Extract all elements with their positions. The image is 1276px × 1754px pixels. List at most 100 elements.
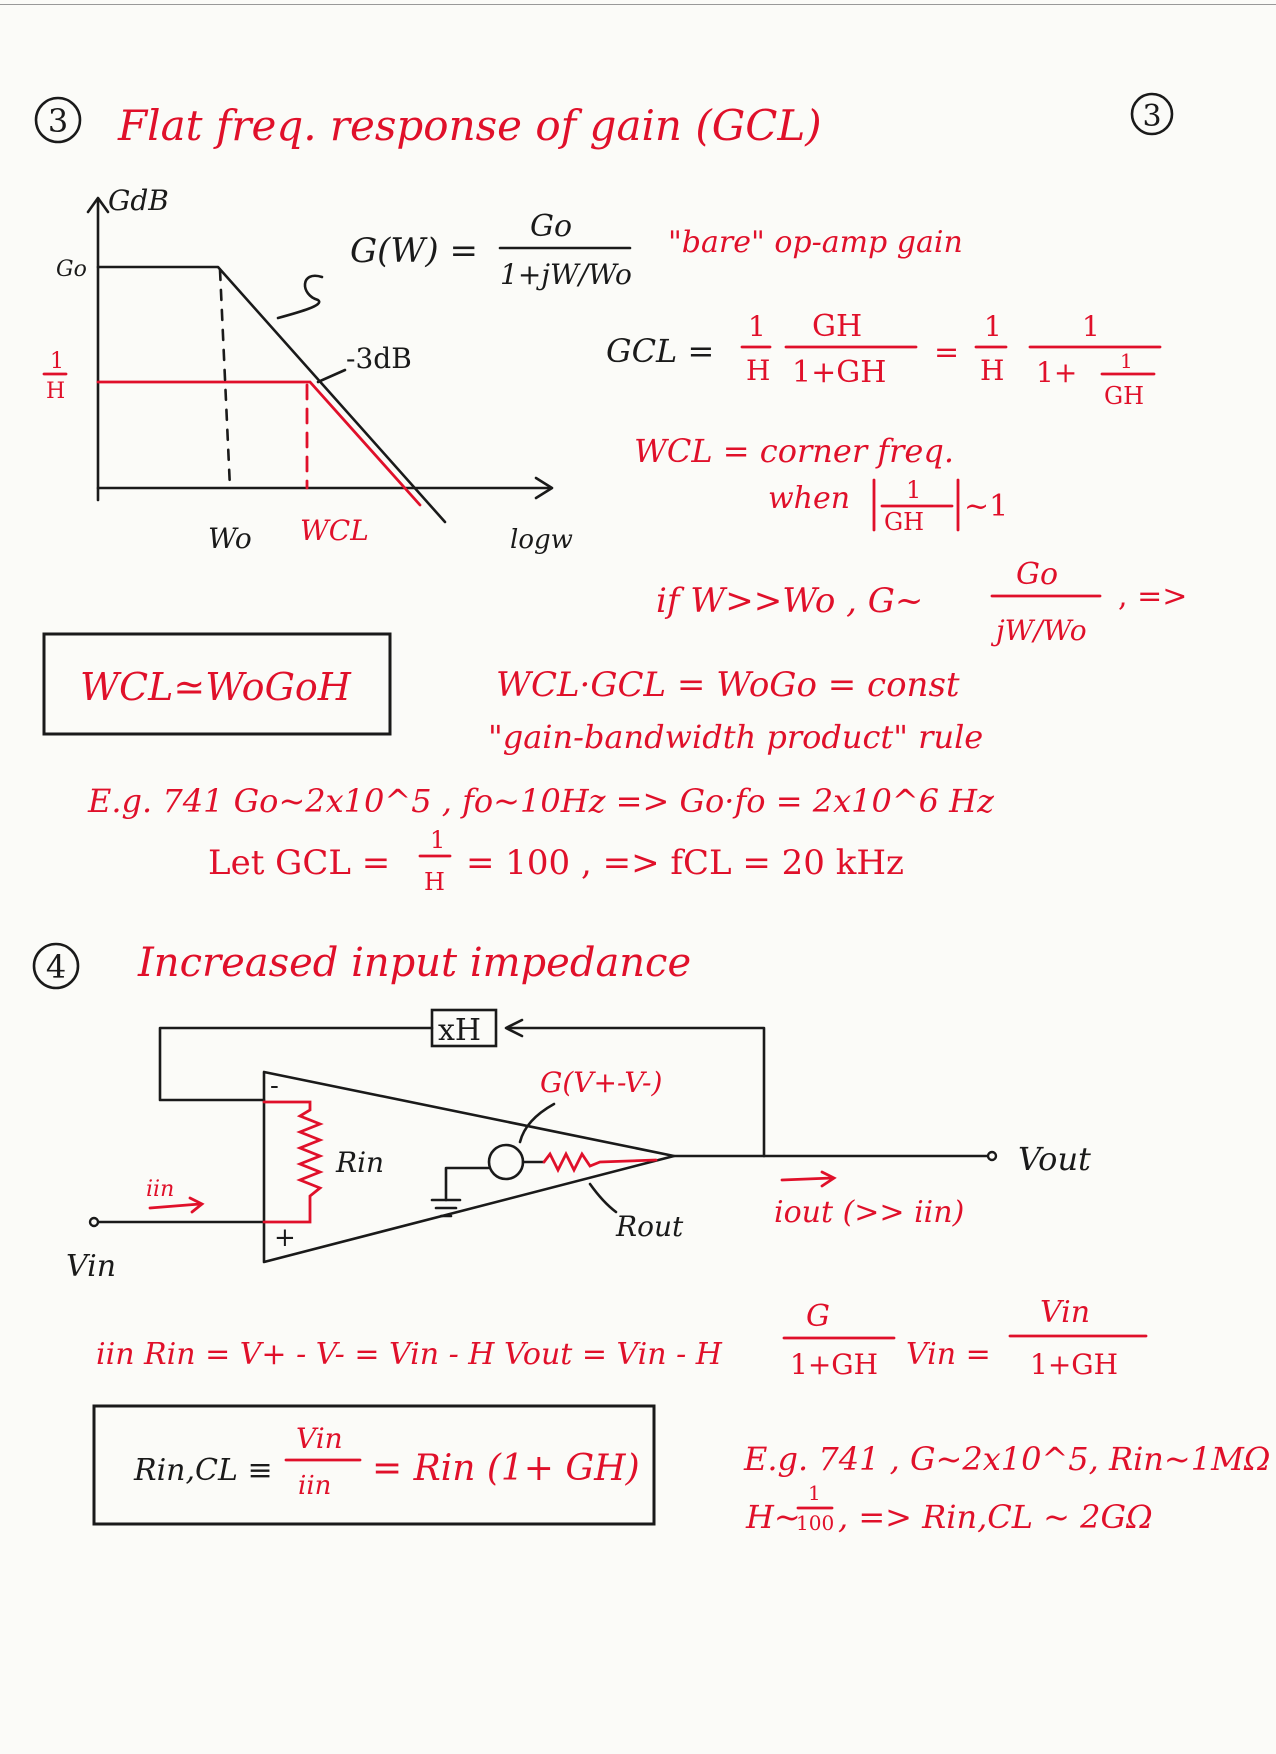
g-omega-den: 1+jW/Wo xyxy=(500,258,632,291)
curve-pointer-squiggle xyxy=(276,274,324,320)
if-num: Go xyxy=(1016,557,1058,592)
w0-dashed-drop xyxy=(218,268,232,490)
if-text: if W>>Wo , G~ xyxy=(656,581,923,621)
xh-label: xH xyxy=(438,1013,481,1048)
eg2-num: 1 xyxy=(808,1481,821,1505)
section-3-title: Flat freq. response of gain (GCL) xyxy=(117,101,822,150)
eg2-tail: , => Rin,CL ~ 2GΩ xyxy=(838,1498,1153,1536)
high-frequency-approx: if W>>Wo , G~ Go jW/Wo , => xyxy=(656,557,1187,647)
rin-resistor xyxy=(262,1100,324,1224)
inv-h-tick-num: 1 xyxy=(50,349,64,374)
3db-pointer xyxy=(316,368,347,384)
section-4-circle xyxy=(32,942,80,990)
gcl-lhs: GCL = xyxy=(606,332,714,370)
minus-input-sign: - xyxy=(270,1071,279,1101)
minus-3db-label: -3dB xyxy=(346,342,412,375)
section-3-number: 3 xyxy=(48,102,68,140)
rin-cl-den: iin xyxy=(298,1471,331,1501)
gcl-f3-num: 1 xyxy=(984,310,1002,343)
derivation-r-num: Vin xyxy=(1040,1295,1090,1330)
if-arrow: , => xyxy=(1118,579,1187,614)
eg2-den: 100 xyxy=(796,1511,834,1535)
gbp-boxed-formula: WCL≃WoGoH xyxy=(80,665,352,709)
g-omega-num: Go xyxy=(530,209,572,244)
eg2-line1: E.g. 741 , G~2x10^5, Rin~1MΩ xyxy=(743,1440,1270,1478)
let-gcl-line: Let GCL = 1 H = 100 , => fCL = 20 kHz xyxy=(208,826,904,896)
inv-h-tick-den: H xyxy=(46,379,65,404)
rout-label: Rout xyxy=(615,1210,684,1243)
ground-symbol xyxy=(430,1198,462,1218)
when-approx: ~1 xyxy=(964,489,1008,524)
example-741-impedance: E.g. 741 , G~2x10^5, Rin~1MΩ H~ 1 100 , … xyxy=(743,1440,1270,1536)
gcl-f1-den: H xyxy=(746,354,770,387)
g-omega-lhs: G(W) = xyxy=(350,231,478,271)
gbp-box-frame xyxy=(42,632,392,736)
gbp-result-box: WCL≃WoGoH xyxy=(42,632,392,736)
example-741-line: E.g. 741 Go~2x10^5 , fo~10Hz => Go·fo = … xyxy=(87,782,995,820)
gcl-f3-den: H xyxy=(980,354,1004,387)
rout-resistor xyxy=(542,1150,658,1174)
gbp-product-line: WCL·GCL = WoGo = const xyxy=(496,665,960,705)
let-num: 1 xyxy=(430,826,445,854)
source-ground-wire xyxy=(444,1166,490,1202)
section-4-number: 4 xyxy=(46,948,66,986)
vin-label: Vin xyxy=(66,1249,116,1284)
y-axis-arrow xyxy=(86,196,110,214)
page-number: 3 xyxy=(1142,99,1161,134)
bare-opamp-label: "bare" op-amp gain xyxy=(668,225,963,260)
section-4-title: Increased input impedance xyxy=(137,940,691,986)
feedback-right-wire xyxy=(508,1026,766,1158)
rin-cl-rhs: = Rin (1+ GH) xyxy=(372,1448,640,1489)
derivation-g-den: 1+GH xyxy=(790,1348,878,1381)
x-axis-arrow xyxy=(534,476,554,500)
closed-loop-gain-curve xyxy=(96,380,422,507)
gcl-f4-num: 1 xyxy=(1082,310,1100,343)
plus-input-sign: + xyxy=(274,1223,296,1253)
rout-pointer xyxy=(588,1182,618,1214)
iin-arrow xyxy=(148,1196,205,1214)
opamp-circuit: xH - + Rin G(V+-V-) Rout iin Vin Vout io… xyxy=(66,1008,1091,1284)
gcl-f1-num: 1 xyxy=(748,310,766,343)
when-text: when xyxy=(768,481,850,516)
if-den: jW/Wo xyxy=(990,614,1087,647)
gcl-f4-den-a: 1+ xyxy=(1036,356,1077,389)
section-3-circle xyxy=(34,96,82,144)
when-num: 1 xyxy=(906,476,921,504)
iout-label: iout (>> iin) xyxy=(774,1195,964,1230)
corner-frequency-definition: WCL = corner freq. when 1 GH ~1 xyxy=(634,432,1008,536)
y-axis-label: GdB xyxy=(108,184,169,217)
g-source-label: G(V+-V-) xyxy=(540,1066,662,1099)
wcl-corner-freq: WCL = corner freq. xyxy=(634,432,954,470)
derivation-line-a: iin Rin = V+ - V- = Vin - H Vout = Vin -… xyxy=(96,1337,723,1372)
rin-cl-lhs: Rin,CL ≡ xyxy=(133,1453,273,1488)
bode-plot: GdB Go 1 H -3dB Wo WCL logw xyxy=(42,184,573,555)
rin-cl-result-box: Rin,CL ≡ Vin iin = Rin (1+ GH) xyxy=(92,1404,656,1526)
page-top-edge xyxy=(0,4,1276,5)
open-loop-gain-equation: G(W) = Go 1+jW/Wo "bare" op-amp gain xyxy=(350,209,963,291)
when-den: GH xyxy=(884,508,924,536)
g0-tick-label: Go xyxy=(56,257,87,282)
vout-label: Vout xyxy=(1018,1140,1091,1178)
gcl-equals: = xyxy=(934,335,959,370)
x-tick-w0: Wo xyxy=(208,522,252,555)
gcl-f2-num: GH xyxy=(812,309,862,344)
opamp-triangle xyxy=(262,1070,676,1264)
gbp-rule-label: "gain-bandwidth product" rule xyxy=(488,718,983,756)
abs-bars xyxy=(872,478,960,532)
iin-label: iin xyxy=(146,1177,174,1202)
feedback-arrow xyxy=(504,1018,524,1038)
iout-arrow xyxy=(780,1170,837,1188)
gcl-f2-den: 1+GH xyxy=(792,355,886,390)
input-impedance-derivation: iin Rin = V+ - V- = Vin - H Vout = Vin -… xyxy=(96,1295,1148,1381)
feedback-left-wire xyxy=(158,1026,434,1102)
derivation-g-num: G xyxy=(806,1299,830,1334)
derivation-r-den: 1+GH xyxy=(1030,1348,1118,1381)
source-pointer xyxy=(518,1102,556,1144)
rin-cl-num: Vin xyxy=(296,1422,343,1455)
let-tail: = 100 , => fCL = 20 kHz xyxy=(466,843,904,883)
let-den: H xyxy=(424,868,445,896)
rin-cl-box-frame xyxy=(92,1404,656,1526)
eg2-h: H~ xyxy=(745,1498,801,1536)
rin-label: Rin xyxy=(335,1146,384,1179)
